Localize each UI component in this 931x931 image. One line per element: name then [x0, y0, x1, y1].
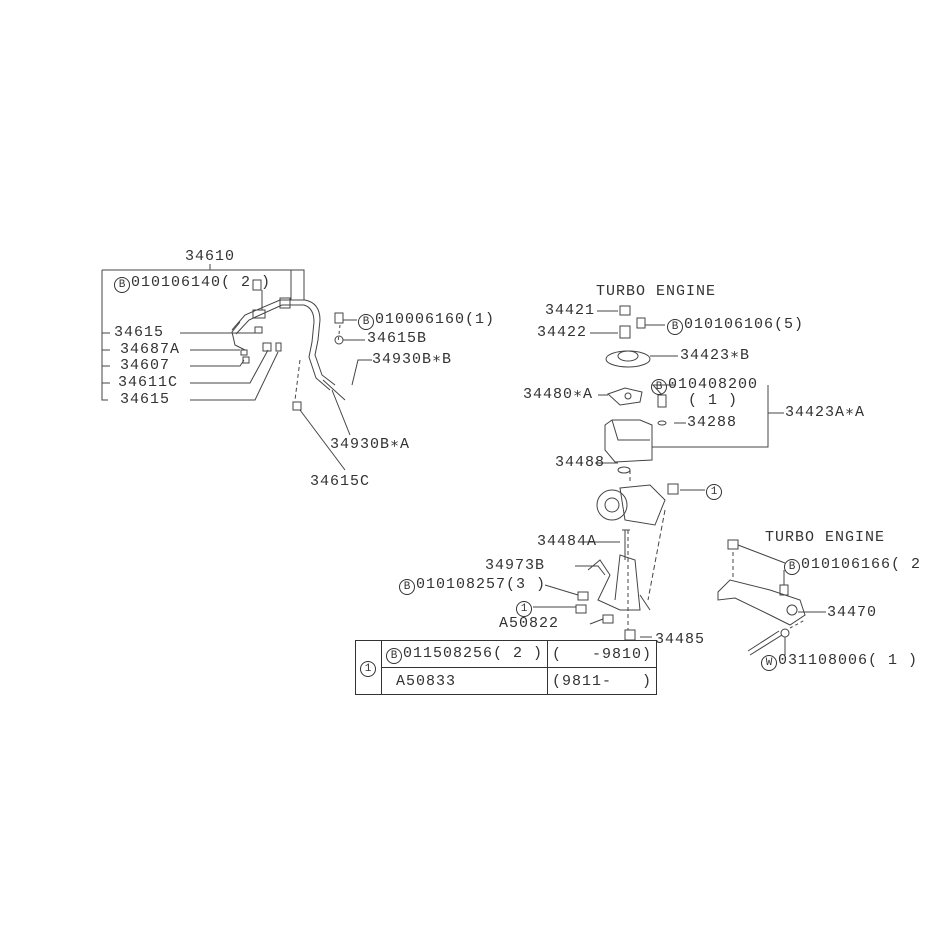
part-number: 010106140 — [131, 274, 222, 291]
quantity: ( 2 ) — [493, 644, 544, 662]
label-34421: 34421 — [545, 302, 596, 319]
label-34488: 34488 — [555, 454, 606, 471]
quantity: (1) — [465, 311, 496, 328]
part-number: 031108006 — [778, 652, 869, 669]
label-34484a: 34484A — [537, 533, 598, 550]
table-row: A50833 (9811- ) — [356, 667, 658, 695]
reference-1-icon: 1 — [706, 484, 722, 500]
label-34615c: 34615C — [310, 473, 371, 490]
leader-lines-left — [180, 290, 372, 471]
assembly-bracket-34610 — [101, 264, 305, 401]
part-number: 010108257 — [416, 576, 507, 593]
quantity: ( 1 ) — [868, 652, 919, 669]
label-34610: 34610 — [185, 248, 236, 265]
label-34423a-a: 34423A∗A — [785, 404, 866, 421]
quantity-010408200: ( 1 ) — [688, 392, 739, 409]
bolt-marker-icon: B — [399, 579, 415, 595]
label-34615: 34615 — [114, 324, 165, 341]
label-34470: 34470 — [827, 604, 878, 621]
ref-1-callout-2: 1 — [516, 599, 533, 617]
label-34687a: 34687A — [120, 341, 181, 358]
part-number: 010106106 — [684, 316, 775, 333]
part-number: 010006160 — [375, 311, 466, 328]
quantity: (3 ) — [506, 576, 547, 593]
label-34288: 34288 — [687, 414, 738, 431]
bolt-marker-icon: B — [358, 314, 374, 330]
reference-1-icon: 1 — [516, 601, 532, 617]
quantity: (5) — [774, 316, 805, 333]
range-cell: ( -9810) — [547, 640, 658, 668]
label-a50822: A50822 — [499, 615, 560, 632]
reservoir-and-pump-icon — [575, 305, 679, 641]
washer-marker-icon: W — [761, 655, 777, 671]
pressure-hose-icon — [231, 279, 344, 411]
leader-lines-pump — [533, 310, 784, 638]
label-34930b-a: 34930B∗A — [330, 436, 411, 453]
heading-turbo-engine-2: TURBO ENGINE — [765, 529, 886, 546]
bolt-marker-icon: B — [651, 379, 667, 395]
label-34615-2: 34615 — [120, 391, 171, 408]
label-34615b: 34615B — [367, 330, 428, 347]
bolt-marker-icon: B — [386, 647, 402, 664]
label-34607: 34607 — [120, 357, 171, 374]
quantity: ( 2 ) — [221, 274, 272, 291]
label-34611c: 34611C — [118, 374, 179, 391]
label-34973b: 34973B — [485, 557, 546, 574]
leader-lines-bracket — [732, 544, 826, 655]
reference-1-icon: 1 — [360, 661, 376, 677]
ref-1-callout: 1 — [706, 482, 723, 500]
bolt-marker-icon: B — [784, 559, 800, 575]
quantity: ( 2 ) — [891, 556, 922, 573]
label-34480-a: 34480∗A — [523, 386, 594, 403]
part-number: 011508256 — [403, 644, 494, 662]
range-cell: (9811- ) — [547, 667, 658, 695]
part-number: 010408200 — [668, 376, 759, 393]
ref-cell: 1 — [355, 640, 382, 695]
bolt-marker-icon: B — [114, 277, 130, 293]
part-cell: A50833 — [380, 667, 549, 695]
label-34485: 34485 — [655, 631, 706, 648]
part-number: A50833 — [396, 672, 457, 690]
heading-turbo-engine: TURBO ENGINE — [596, 283, 717, 300]
bolt-marker-icon: B — [667, 319, 683, 335]
label-34422: 34422 — [537, 324, 588, 341]
label-34423-b: 34423∗B — [680, 347, 751, 364]
part-number: 010106166 — [801, 556, 892, 573]
label-34930b-b: 34930B∗B — [372, 351, 453, 368]
